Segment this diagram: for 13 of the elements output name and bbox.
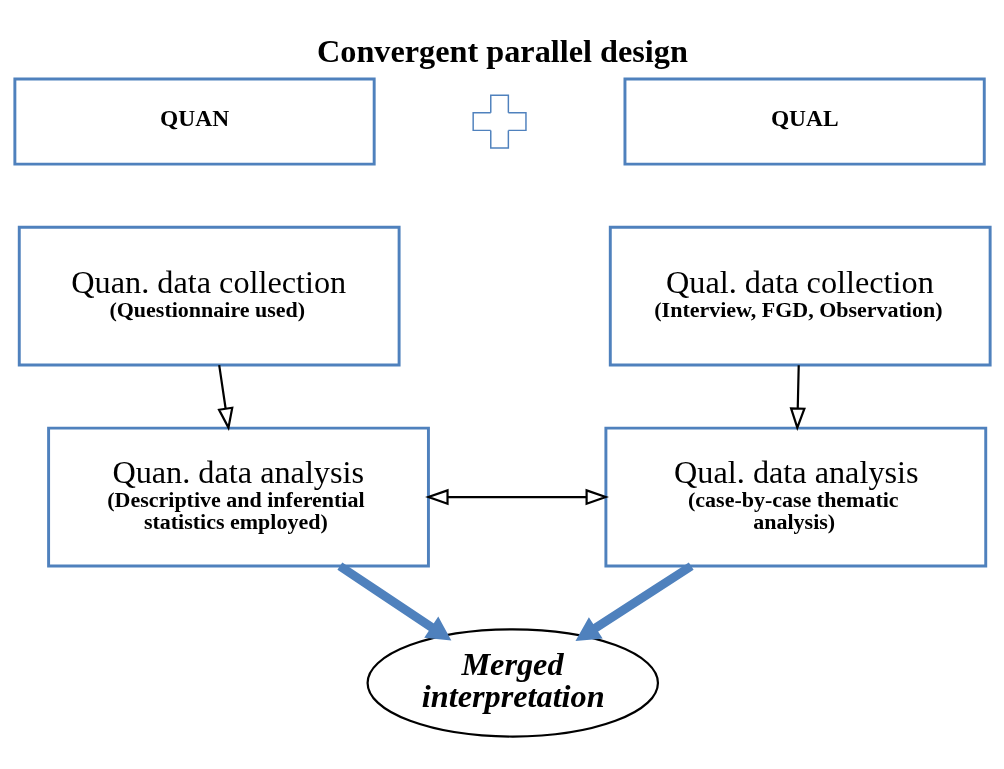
arrow — [336, 562, 451, 641]
diagram-title: Convergent parallel design — [316, 33, 688, 70]
arrow — [575, 562, 694, 641]
node-box: Quan. data collection (Questionnaire used) — [17, 225, 401, 367]
node-box: Qual. data collection (Interview, FGD, Observation) — [608, 225, 992, 367]
node-box: QUAN — [12, 77, 376, 166]
arrow — [216, 365, 234, 431]
arrow — [789, 365, 806, 431]
node-ellipse: Merged interpretation — [366, 628, 659, 738]
node-box: Quan. data analysis (Descriptive and inferential statistics employed) — [46, 426, 430, 568]
node-box: QUAL — [623, 77, 986, 166]
node-box: Qual. data analysis (case-by-case thematic analysis) — [603, 426, 987, 568]
arrow — [424, 488, 609, 506]
